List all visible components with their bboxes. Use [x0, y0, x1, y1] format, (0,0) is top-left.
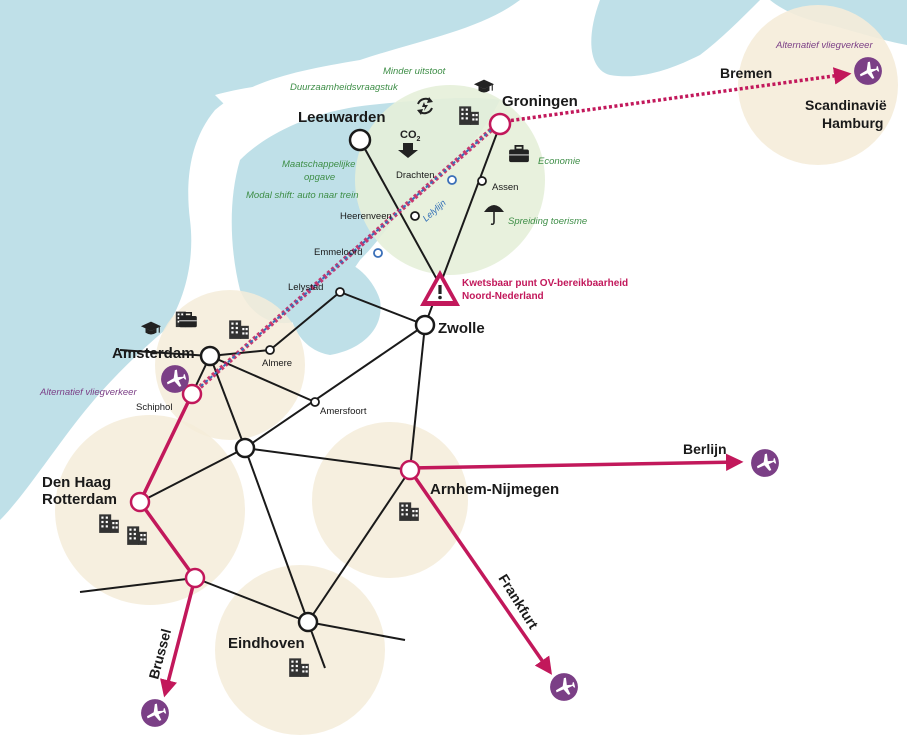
warning-note: Kwetsbaar punt OV-bereikbaarheid Noord-N…	[462, 278, 628, 302]
station-assen	[477, 176, 487, 186]
label-drachten: Drachten	[396, 170, 435, 181]
note-economie: Economie	[538, 156, 580, 167]
warning-text-1: Kwetsbaar punt OV-bereikbaarheid	[462, 278, 628, 289]
station-lelystad	[335, 287, 345, 297]
city-labels: Groningen Leeuwarden Zwolle Amsterdam De…	[42, 93, 578, 652]
region-scandinavie	[738, 5, 898, 165]
label-lelystad: Lelystad	[288, 282, 323, 293]
label-heerenveen: Heerenveen	[340, 211, 392, 222]
label-emmeloord: Emmeloord	[314, 247, 363, 258]
warning-text-2: Noord-Nederland	[462, 291, 544, 302]
theme-notes: Duurzaamheidsvraagstuk Minder uitstoot M…	[246, 66, 587, 227]
label-amsterdam: Amsterdam	[112, 345, 195, 362]
station-den-haag-rotterdam	[129, 491, 151, 513]
note-maatschappelijk-2: opgave	[304, 172, 335, 183]
label-schiphol: Schiphol	[136, 402, 172, 413]
label-assen: Assen	[492, 182, 518, 193]
line-frankfurt	[408, 469, 552, 675]
station-eindhoven	[297, 611, 319, 633]
label-bremen: Bremen	[720, 65, 772, 81]
minor-stations	[265, 176, 487, 407]
label-amersfoort: Amersfoort	[320, 406, 367, 417]
co2-reduction: CO2	[398, 129, 421, 158]
station-amersfoort	[310, 397, 320, 407]
station-breda	[184, 567, 206, 589]
warning-triangle-icon	[420, 270, 460, 306]
line-brussel	[160, 577, 197, 698]
station-utrecht	[234, 437, 256, 459]
station-zwolle	[414, 314, 436, 336]
station-groningen	[488, 112, 512, 136]
label-zwolle: Zwolle	[438, 320, 485, 337]
line-berlijn	[409, 453, 744, 472]
umbrella-icon	[484, 205, 504, 226]
label-almere: Almere	[262, 358, 292, 369]
label-arnhem-nijmegen: Arnhem-Nijmegen	[430, 481, 559, 498]
label-rotterdam: Rotterdam	[42, 491, 117, 508]
plane-icon	[141, 699, 169, 727]
co2-label: CO	[400, 129, 417, 141]
station-arnhem-nijmegen	[399, 459, 421, 481]
label-berlijn: Berlijn	[683, 441, 727, 457]
station-lelylijn-2	[373, 248, 383, 258]
down-arrow-icon	[398, 143, 418, 158]
note-spreiding: Spreiding toerisme	[508, 216, 587, 227]
co2-subscript: 2	[417, 136, 421, 143]
plane-icon	[161, 365, 189, 393]
label-leeuwarden: Leeuwarden	[298, 109, 386, 126]
label-den-haag: Den Haag	[42, 474, 111, 491]
note-modal-shift: Modal shift: auto naar trein	[246, 190, 358, 201]
plane-icon	[751, 449, 779, 477]
major-stations	[129, 112, 512, 633]
station-lelylijn-1	[447, 175, 457, 185]
station-leeuwarden	[348, 128, 372, 152]
cycle-arrows-icon	[417, 97, 433, 115]
label-eindhoven: Eindhoven	[228, 635, 305, 652]
region-randstad-south	[55, 415, 245, 605]
note-duurzaamheid: Duurzaamheidsvraagstuk	[290, 82, 399, 93]
station-heerenveen	[410, 211, 420, 221]
station-amsterdam	[199, 345, 221, 367]
svg-text:CO2: CO2	[400, 129, 421, 143]
region-eindhoven	[215, 565, 385, 735]
label-groningen: Groningen	[502, 93, 578, 110]
note-flight-nw: Alternatief vliegverkeer	[39, 387, 137, 398]
note-flight-ne: Alternatief vliegverkeer	[775, 40, 873, 51]
label-hamburg: Hamburg	[822, 115, 883, 131]
note-minder-uitstoot: Minder uitstoot	[383, 66, 446, 77]
note-maatschappelijk-1: Maatschappelijke	[282, 159, 355, 170]
plane-icon	[550, 673, 578, 701]
station-schiphol	[181, 383, 203, 405]
lelylijn-line	[190, 120, 502, 396]
plane-icon	[854, 57, 882, 85]
label-scandinavie: Scandinavië	[805, 97, 887, 113]
line-bremen	[499, 67, 852, 124]
station-almere	[265, 345, 275, 355]
